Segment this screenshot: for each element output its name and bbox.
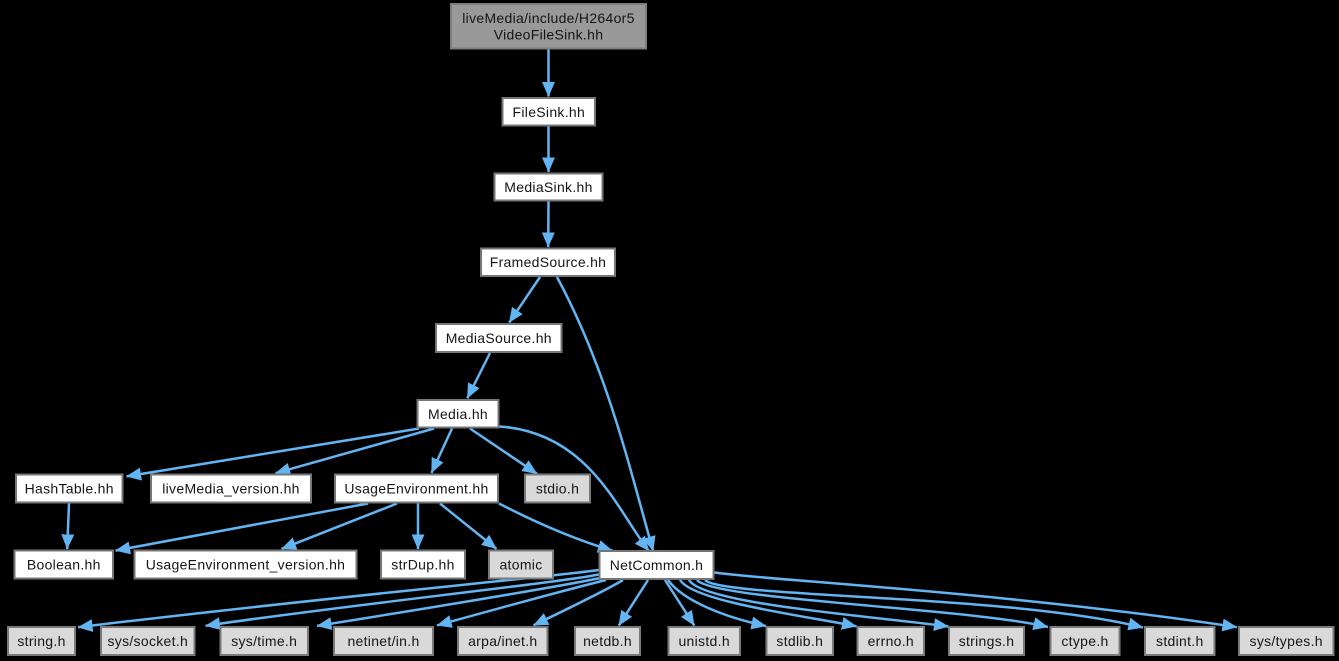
svg-text:HashTable.hh: HashTable.hh — [25, 481, 114, 497]
svg-text:stdio.h: stdio.h — [536, 481, 579, 497]
svg-text:sys/time.h: sys/time.h — [231, 633, 297, 649]
svg-text:stdint.h: stdint.h — [1156, 633, 1204, 649]
svg-text:sys/types.h: sys/types.h — [1250, 633, 1323, 649]
svg-text:stdlib.h: stdlib.h — [776, 633, 823, 649]
svg-text:FramedSource.hh: FramedSource.hh — [490, 254, 607, 270]
svg-text:atomic: atomic — [499, 557, 542, 573]
svg-text:FileSink.hh: FileSink.hh — [513, 104, 586, 120]
svg-text:netinet/in.h: netinet/in.h — [347, 633, 419, 649]
svg-text:Boolean.hh: Boolean.hh — [27, 557, 101, 573]
svg-text:string.h: string.h — [17, 633, 65, 649]
svg-text:netdb.h: netdb.h — [583, 633, 632, 649]
svg-text:liveMedia_version.hh: liveMedia_version.hh — [162, 481, 300, 497]
svg-text:UsageEnvironment_version.hh: UsageEnvironment_version.hh — [146, 557, 346, 573]
svg-text:errno.h: errno.h — [868, 633, 914, 649]
svg-text:VideoFileSink.hh: VideoFileSink.hh — [494, 27, 604, 43]
svg-text:sys/socket.h: sys/socket.h — [107, 633, 188, 649]
svg-text:MediaSink.hh: MediaSink.hh — [504, 179, 592, 195]
svg-text:ctype.h: ctype.h — [1061, 633, 1108, 649]
svg-text:UsageEnvironment.hh: UsageEnvironment.hh — [344, 481, 488, 497]
svg-text:Media.hh: Media.hh — [428, 406, 488, 422]
svg-text:strDup.hh: strDup.hh — [391, 557, 454, 573]
svg-text:liveMedia/include/H264or5: liveMedia/include/H264or5 — [462, 10, 635, 26]
svg-text:MediaSource.hh: MediaSource.hh — [446, 330, 552, 346]
svg-text:strings.h: strings.h — [959, 633, 1015, 649]
svg-text:arpa/inet.h: arpa/inet.h — [468, 633, 537, 649]
svg-text:unistd.h: unistd.h — [678, 633, 729, 649]
svg-text:NetCommon.h: NetCommon.h — [610, 557, 704, 573]
